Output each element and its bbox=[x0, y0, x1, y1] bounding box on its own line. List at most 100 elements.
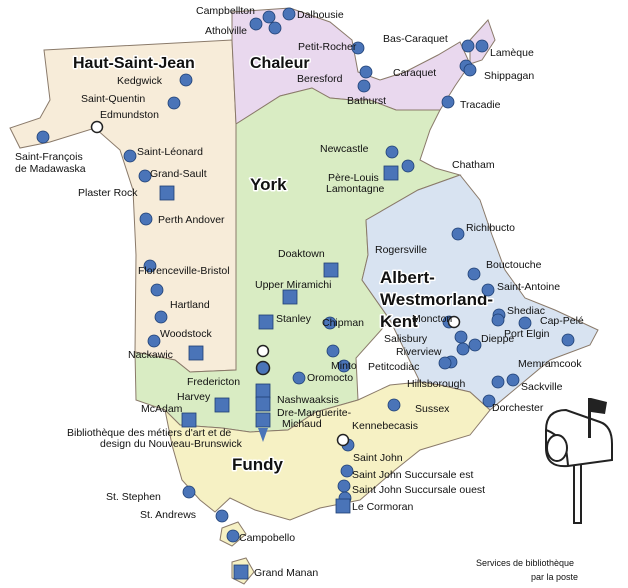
region-label-chaleur: Chaleur bbox=[250, 55, 310, 72]
library-dot-marker bbox=[182, 485, 196, 499]
library-dot-marker bbox=[491, 313, 505, 327]
place-salisbury: Salisbury bbox=[384, 333, 428, 345]
library-dot-marker bbox=[385, 145, 399, 159]
place-st-andrews: St. Andrews bbox=[140, 509, 196, 521]
place-beresford: Beresford bbox=[297, 73, 343, 85]
services-caption-2: par la poste bbox=[531, 572, 578, 582]
place-st-stephen: St. Stephen bbox=[106, 491, 161, 503]
place-moncton: Moncton bbox=[412, 313, 452, 325]
place-pere-louis-1: Père-Louis bbox=[328, 172, 379, 184]
place-campobello: Campobello bbox=[239, 532, 295, 544]
library-square-marker bbox=[383, 165, 399, 181]
place-plaster-rock: Plaster Rock bbox=[78, 187, 138, 199]
place-kennebecasis: Kennebecasis bbox=[352, 420, 418, 432]
place-grand-sault: Grand-Sault bbox=[150, 168, 207, 180]
library-dot-marker bbox=[451, 227, 465, 241]
place-newcastle: Newcastle bbox=[320, 143, 369, 155]
regional-office-marker bbox=[447, 315, 461, 329]
region-label-haut-saint-jean: Haut-Saint-Jean bbox=[73, 55, 195, 72]
region-label-york: York bbox=[250, 175, 287, 194]
place-oromocto: Oromocto bbox=[307, 372, 353, 384]
library-square-marker bbox=[335, 498, 351, 514]
library-dot-marker bbox=[154, 310, 168, 324]
place-richibucto: Richibucto bbox=[466, 222, 515, 234]
library-dot-marker bbox=[337, 359, 351, 373]
place-caraquet: Caraquet bbox=[393, 67, 436, 79]
place-rogersville: Rogersville bbox=[375, 244, 427, 256]
place-tracadie: Tracadie bbox=[460, 99, 501, 111]
library-markers bbox=[36, 7, 575, 580]
place-bibliotheque-1: Bibliothèque des métiers d'art et de bbox=[67, 427, 231, 439]
library-dot-marker bbox=[491, 375, 505, 389]
place-dalhousie: Dalhousie bbox=[297, 9, 344, 21]
place-fredericton: Fredericton bbox=[187, 376, 240, 388]
library-dot-marker bbox=[467, 267, 481, 281]
place-sackville: Sackville bbox=[521, 381, 563, 393]
pin-marker bbox=[258, 428, 268, 442]
library-dot-marker bbox=[468, 338, 482, 352]
place-upper-miramichi: Upper Miramichi bbox=[255, 279, 331, 291]
library-dot-marker bbox=[438, 356, 452, 370]
library-dot-marker bbox=[561, 333, 575, 347]
library-dot-marker bbox=[340, 464, 354, 478]
place-le-cormoran: Le Cormoran bbox=[352, 501, 413, 513]
place-saint-john-est: Saint John Succursale est bbox=[352, 469, 473, 481]
library-square-marker bbox=[159, 185, 175, 201]
place-dre-marguerite-2: Michaud bbox=[282, 418, 322, 430]
library-square-marker bbox=[214, 397, 230, 413]
library-dot-marker bbox=[463, 63, 477, 77]
library-dot-marker bbox=[123, 149, 137, 163]
place-saint-antoine: Saint-Antoine bbox=[497, 281, 560, 293]
place-kedgwick: Kedgwick bbox=[117, 75, 163, 87]
place-woodstock: Woodstock bbox=[160, 328, 212, 340]
place-hillsborough: Hillsborough bbox=[407, 378, 466, 390]
library-dot-marker bbox=[482, 394, 496, 408]
library-dot-marker bbox=[387, 398, 401, 412]
place-lameque: Lamèque bbox=[490, 47, 534, 59]
library-dot-marker bbox=[282, 7, 296, 21]
library-dot-marker bbox=[167, 96, 181, 110]
library-square-marker bbox=[181, 412, 197, 428]
library-dot-marker bbox=[249, 17, 263, 31]
place-port-elgin: Port Elgin bbox=[504, 328, 550, 340]
library-dot-marker bbox=[454, 330, 468, 344]
library-dot-marker bbox=[401, 159, 415, 173]
library-dot-marker bbox=[351, 41, 365, 55]
library-square-marker bbox=[255, 412, 271, 428]
place-saint-john-ouest: Saint John Succursale ouest bbox=[352, 484, 485, 496]
library-square-marker bbox=[188, 345, 204, 361]
library-dot-marker bbox=[139, 212, 153, 226]
place-petit-rocher: Petit-Rocher bbox=[298, 41, 357, 53]
library-square-marker bbox=[255, 396, 271, 412]
place-saint-francois-2: de Madawaska bbox=[15, 163, 86, 175]
place-hartland: Hartland bbox=[170, 299, 210, 311]
place-memramcook: Memramcook bbox=[518, 358, 582, 370]
library-dot-marker bbox=[506, 373, 520, 387]
place-bouctouche: Bouctouche bbox=[486, 259, 542, 271]
library-dot-marker bbox=[150, 283, 164, 297]
library-dot-marker bbox=[359, 65, 373, 79]
library-square-marker bbox=[233, 564, 249, 580]
place-dre-marguerite-1: Dre-Marguerite- bbox=[277, 407, 352, 419]
place-campbellton: Campbellton bbox=[196, 5, 255, 17]
library-dot-marker bbox=[138, 169, 152, 183]
library-dot-marker bbox=[481, 283, 495, 297]
library-dot-marker bbox=[357, 79, 371, 93]
library-square-marker bbox=[282, 289, 298, 305]
place-saint-leonard: Saint-Léonard bbox=[137, 146, 203, 158]
regional-office-marker bbox=[336, 433, 350, 447]
place-shippagan: Shippagan bbox=[484, 70, 534, 82]
place-chatham: Chatham bbox=[452, 159, 495, 171]
library-dot-marker bbox=[461, 39, 475, 53]
library-dot-marker bbox=[226, 529, 240, 543]
place-dieppe: Dieppe bbox=[481, 333, 514, 345]
regional-office-marker bbox=[90, 120, 104, 134]
place-shediac: Shediac bbox=[507, 305, 545, 317]
place-perth-andover: Perth Andover bbox=[158, 214, 225, 226]
region-label-awk-2: Westmorland- bbox=[380, 290, 493, 309]
library-dot-marker bbox=[441, 95, 455, 109]
library-dot-marker bbox=[262, 10, 276, 24]
place-nashwaaksis: Nashwaaksis bbox=[277, 394, 339, 406]
place-bibliotheque-2: design du Nouveau-Brunswick bbox=[100, 438, 243, 450]
